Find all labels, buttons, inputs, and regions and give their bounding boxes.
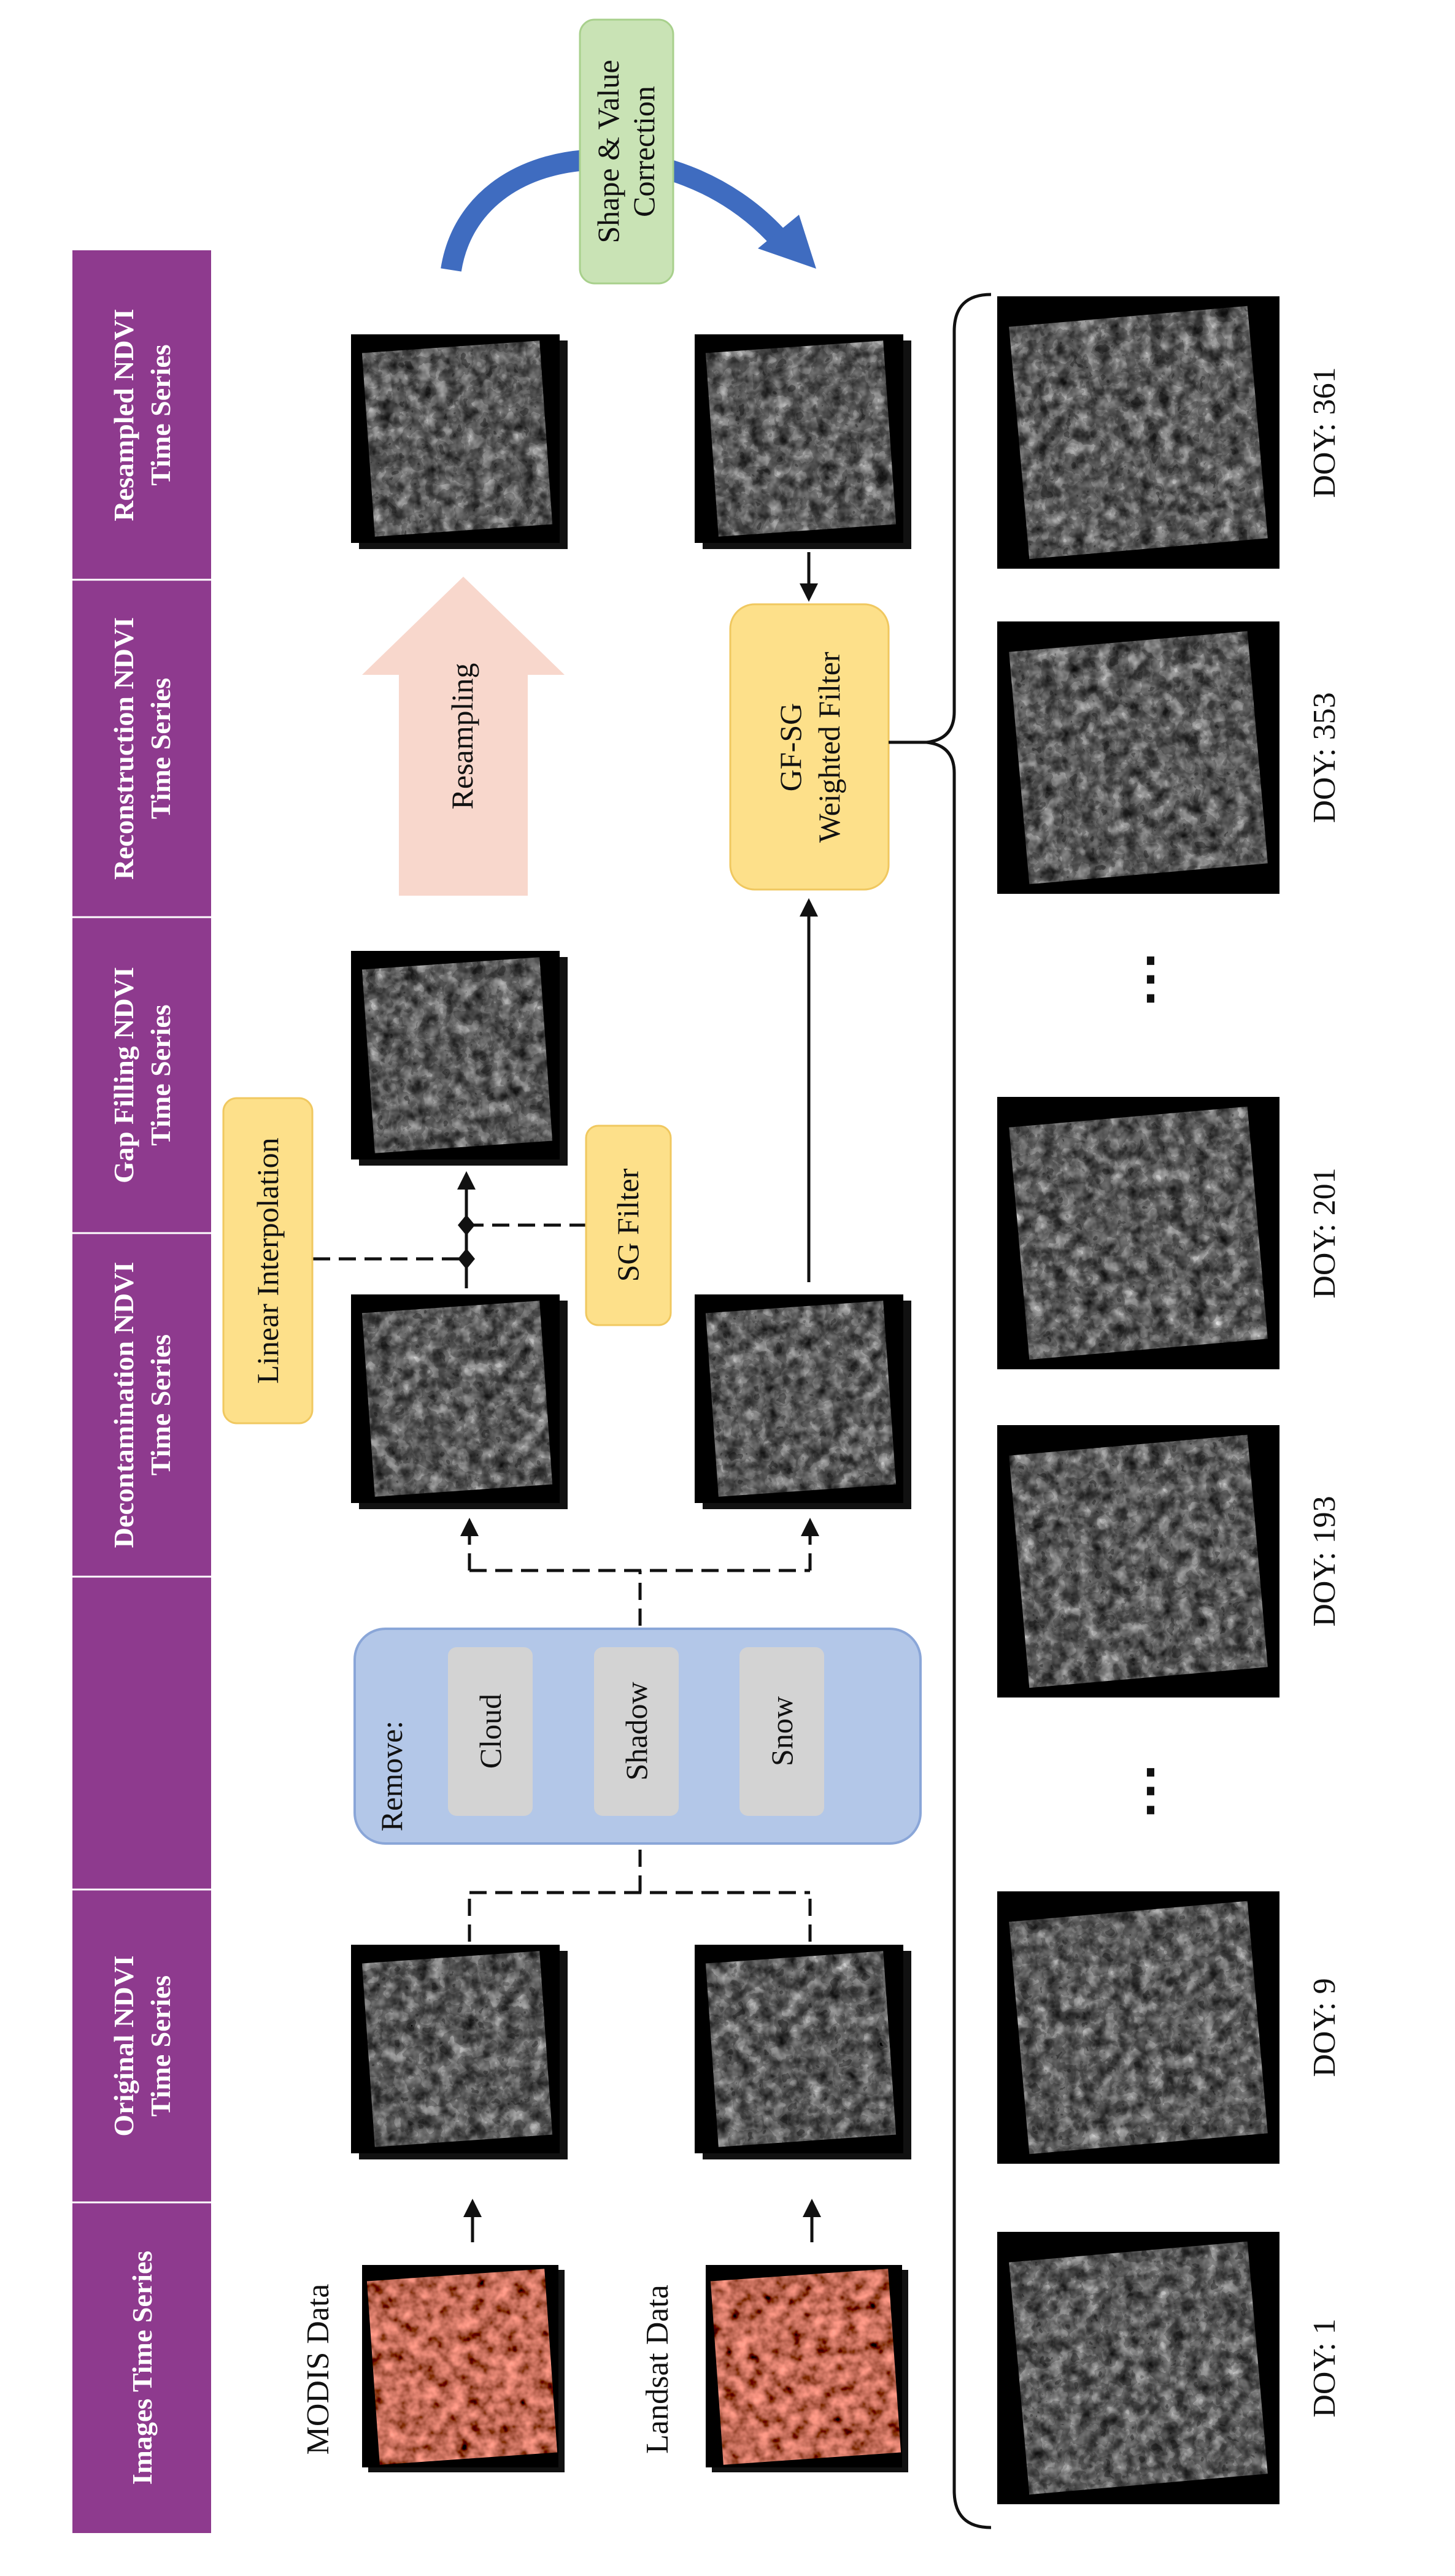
doy-brace — [889, 293, 992, 2529]
correction-line-1: Shape & Value — [591, 60, 625, 243]
doy-image — [997, 296, 1279, 569]
original-images — [351, 1945, 911, 2159]
band-background — [72, 250, 211, 2533]
band-label-5-1: Time Series — [145, 678, 176, 819]
source-arrows — [463, 2199, 821, 2242]
doy-label: DOY: 361 — [1307, 367, 1342, 498]
gfsg-filter-box: GF-SG Weighted Filter — [729, 603, 890, 891]
remove-shadow-label: Shadow — [619, 1682, 654, 1780]
resampled-landsat-image — [695, 334, 911, 549]
doy-image — [997, 621, 1279, 894]
resampling-arrow: Resampling — [362, 577, 565, 896]
resampled-modis-image — [351, 334, 568, 549]
landsat-image — [706, 2265, 908, 2472]
gap-filling-junction — [313, 1171, 598, 1288]
resampled-images — [351, 334, 911, 549]
doy-label: DOY: 201 — [1307, 1167, 1342, 1298]
decontamination-images — [351, 1294, 911, 1509]
band-label-0-0: Images Time Series — [126, 2251, 158, 2485]
doy-label: DOY: 193 — [1307, 1496, 1342, 1626]
band-label-5-0: Reconstruction NDVI — [108, 617, 139, 880]
gap-filling-image — [351, 951, 568, 1166]
shape-value-correction-box: Shape & Value Correction — [579, 18, 674, 285]
doy-label: DOY: 9 — [1307, 1978, 1342, 2077]
band-label-4-1: Time Series — [145, 1004, 176, 1145]
remove-to-decontam-connectors — [460, 1518, 819, 1626]
gfsg-line-2: Weighted Filter — [812, 652, 846, 843]
original-to-remove-connectors — [468, 1847, 812, 1942]
remove-title: Remove: — [374, 1721, 409, 1832]
source-images: MODIS Data Landsat Data — [301, 2265, 908, 2472]
doy-image — [997, 1891, 1279, 2164]
band-label-3-0: Decontamination NDVI — [108, 1262, 139, 1548]
band-label-3-1: Time Series — [145, 1334, 176, 1475]
correction-line-2: Correction — [627, 86, 661, 217]
decontam-landsat-image — [695, 1294, 911, 1509]
doy-image-column: DOY: 1 DOY: 9 ⋮ DOY: 193 DOY: 201 ⋮ DOY: 353 DO… — [997, 296, 1342, 2504]
modis-label: MODIS Data — [301, 2284, 336, 2455]
remove-panel: Remove: Cloud Shadow Snow — [353, 1628, 922, 1845]
modis-image — [362, 2265, 565, 2472]
band-label-1-1: Time Series — [145, 1975, 176, 2117]
remove-cloud-label: Cloud — [473, 1694, 508, 1769]
band-label-4-0: Gap Filling NDVI — [108, 967, 139, 1183]
linear-interpolation-label: Linear Interpolation — [250, 1137, 285, 1383]
ellipsis-marker: ⋮ — [1123, 948, 1178, 1009]
original-landsat-image — [695, 1945, 911, 2159]
gfsg-line-1: GF-SG — [773, 703, 808, 791]
band-label-6-0: Resampled NDVI — [108, 309, 139, 521]
remove-shadow-chip: Shadow — [594, 1647, 679, 1816]
resampling-label: Resampling — [445, 663, 479, 810]
remove-cloud-chip: Cloud — [448, 1647, 533, 1816]
decontam-modis-image — [351, 1294, 568, 1509]
doy-label: DOY: 1 — [1307, 2318, 1342, 2417]
sg-filter-label: SG Filter — [611, 1168, 645, 1282]
band-label-1-0: Original NDVI — [108, 1955, 139, 2136]
sg-filter-box: SG Filter — [585, 1125, 672, 1326]
linear-interpolation-box: Linear Interpolation — [222, 1097, 314, 1424]
doy-image — [997, 1097, 1279, 1369]
landsat-label: Landsat Data — [640, 2285, 675, 2454]
remove-snow-chip: Snow — [739, 1647, 824, 1816]
original-modis-image — [351, 1945, 568, 2159]
doy-image — [997, 2232, 1279, 2504]
doy-image — [997, 1425, 1279, 1697]
ellipsis-marker: ⋮ — [1123, 1760, 1178, 1821]
band-label-6-1: Time Series — [145, 344, 176, 485]
remove-snow-label: Snow — [765, 1696, 799, 1766]
doy-label: DOY: 353 — [1307, 692, 1342, 823]
